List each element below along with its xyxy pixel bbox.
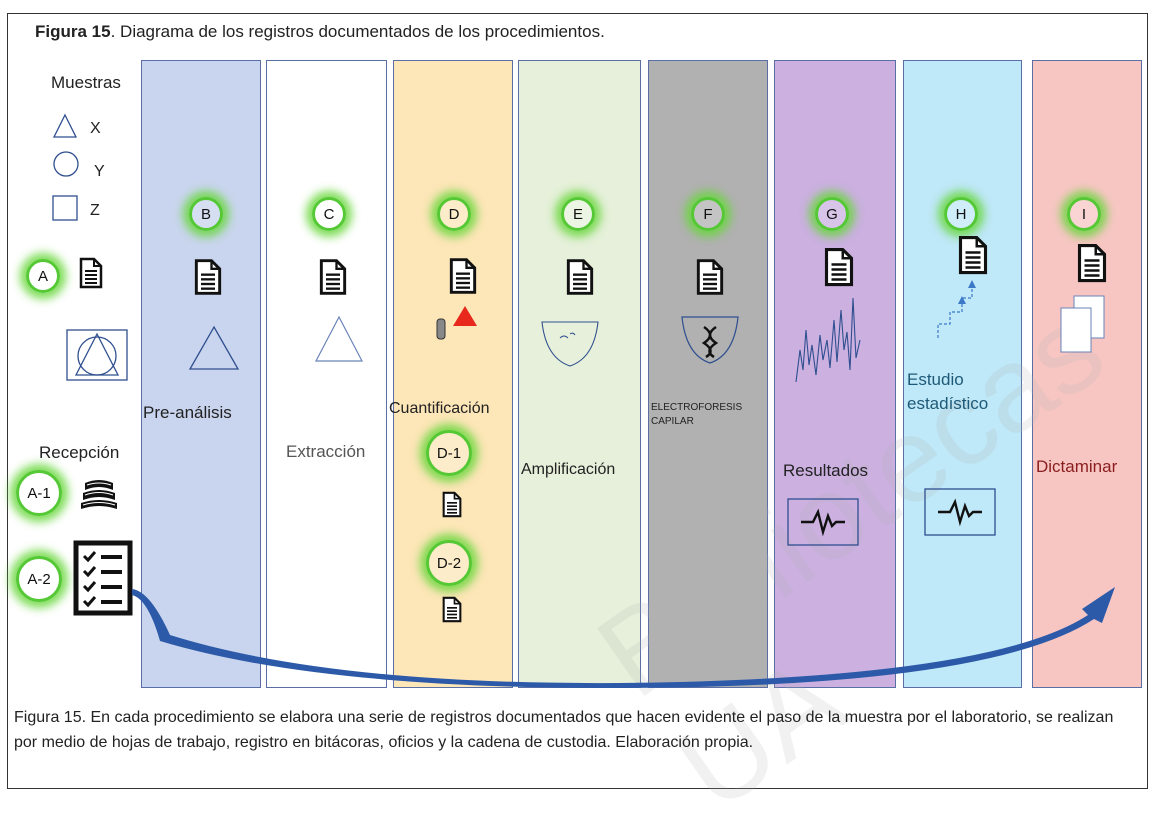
legend-heading: Muestras: [51, 73, 121, 92]
checklist-icon: [73, 540, 133, 616]
legend-z-label: Z: [90, 202, 100, 219]
document-icon: [1077, 243, 1107, 283]
legend-x-label: X: [90, 120, 101, 137]
document-icon: [194, 259, 222, 295]
column-preanalisis: [141, 60, 261, 688]
warning-triangle-icon: [453, 306, 477, 326]
signal-icon: [924, 488, 996, 536]
triangle-icon: [315, 315, 363, 362]
stage-estudio-line1: Estudio: [907, 370, 964, 389]
dna-icon: [681, 316, 739, 364]
document-icon: [696, 259, 724, 295]
books-icon: [81, 480, 117, 509]
signal-icon: [787, 498, 859, 546]
figure-title-text: . Diagrama de los registros documentados…: [110, 22, 605, 41]
column-dictaminar: [1032, 60, 1142, 688]
badge-i: I: [1067, 197, 1101, 231]
stage-electroforesis-line2: CAPILAR: [651, 416, 694, 427]
circle-icon: [53, 151, 79, 177]
badge-g: G: [815, 197, 849, 231]
stage-estudio-line2: estadístico: [907, 394, 989, 413]
column-extraccion: [266, 60, 387, 688]
badge-b: B: [189, 197, 223, 231]
stage-recepcion: Recepción: [39, 443, 120, 462]
tube-icon: [436, 318, 446, 340]
document-icon: [442, 491, 462, 518]
document-icon: [449, 258, 477, 294]
square-icon: [52, 195, 78, 221]
column-amplificacion: [518, 60, 641, 688]
badge-a1: A-1: [16, 470, 62, 516]
electropherogram-icon: [795, 297, 861, 383]
column-electroforesis: [648, 60, 768, 688]
growth-steps-icon: [937, 280, 976, 338]
document-icon: [958, 235, 988, 275]
triangle-icon: [52, 113, 78, 138]
badge-d2: D-2: [426, 540, 472, 586]
stage-amplificacion: Amplificación: [521, 461, 616, 478]
document-icon: [319, 259, 347, 295]
column-estudio: [903, 60, 1022, 688]
stage-electroforesis-line1: ELECTROFORESIS: [651, 402, 743, 413]
pages-icon: [1060, 295, 1105, 353]
figure-title-bold: Figura 15: [35, 22, 111, 41]
badge-c: C: [312, 197, 346, 231]
pcr-tube-icon: [541, 321, 599, 367]
triangle-icon: [188, 325, 240, 370]
stage-resultados: Resultados: [783, 461, 869, 480]
figure-caption: Figura 15. En cada procedimiento se elab…: [14, 709, 1114, 751]
flow-arrow: [132, 587, 1115, 689]
column-resultados: [774, 60, 896, 688]
badge-h: H: [944, 197, 978, 231]
document-icon: [79, 257, 103, 289]
sample-shapes-icon: [66, 329, 128, 381]
stage-preanalisis: Pre-análisis: [143, 403, 232, 422]
document-icon: [566, 259, 594, 295]
figure-frame: [7, 13, 1148, 789]
badge-a: A: [26, 259, 60, 293]
stage-extraccion: Extracción: [286, 442, 366, 461]
legend-y-label: Y: [94, 163, 105, 180]
stage-dictaminar: Dictaminar: [1036, 457, 1118, 476]
badge-a2: A-2: [16, 556, 62, 602]
badge-d1: D-1: [426, 430, 472, 476]
figure-title: Figura 15. Diagrama de los registros doc…: [35, 22, 605, 42]
document-icon: [442, 596, 462, 623]
badge-e: E: [561, 197, 595, 231]
document-icon: [824, 247, 854, 287]
badge-d: D: [437, 197, 471, 231]
stage-cuantificacion: Cuantificación: [389, 400, 490, 417]
badge-f: F: [691, 197, 725, 231]
